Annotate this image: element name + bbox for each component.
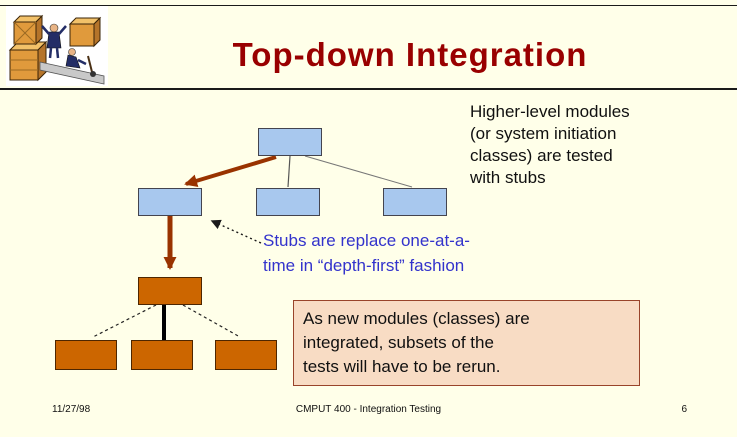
connector-dashed-right bbox=[182, 304, 241, 338]
annotation-line: time in “depth-first” fashion bbox=[263, 256, 465, 275]
worker-lifting-icon bbox=[41, 23, 67, 59]
connector-root-to-right bbox=[304, 155, 413, 188]
module-box-bottom-left bbox=[55, 340, 117, 370]
crate-large-icon bbox=[8, 40, 48, 82]
slide-title: Top-down Integration bbox=[232, 36, 588, 73]
annotation-higher-level: Higher-level modules (or system initiati… bbox=[470, 101, 630, 189]
module-box-level2-left bbox=[138, 188, 202, 216]
header-rule bbox=[0, 88, 737, 90]
module-box-level2-mid bbox=[256, 188, 320, 216]
connector-dashed-left bbox=[92, 304, 157, 338]
crate-right-icon bbox=[68, 16, 102, 48]
clipart-workers-boxes bbox=[6, 6, 108, 86]
arrow-root-to-left-icon bbox=[184, 155, 277, 188]
annotation-line: Stubs are replace one-at-a- bbox=[263, 231, 470, 250]
module-box-bottom-mid bbox=[131, 340, 193, 370]
module-box-integrated bbox=[138, 277, 202, 305]
top-rule bbox=[0, 5, 737, 6]
module-box-root bbox=[258, 128, 322, 156]
annotation-line: with stubs bbox=[470, 168, 546, 187]
callout-rerun: As new modules (classes) are integrated,… bbox=[293, 300, 640, 386]
footer-date: 11/27/98 bbox=[52, 404, 91, 415]
annotation-line: Higher-level modules bbox=[470, 102, 630, 121]
annotation-line: (or system initiation bbox=[470, 124, 617, 143]
footer-course: CMPUT 400 - Integration Testing bbox=[295, 404, 442, 415]
footer-page-number: 6 bbox=[681, 404, 687, 415]
ramp-icon bbox=[39, 61, 105, 85]
callout-line: integrated, subsets of the bbox=[303, 333, 494, 352]
annotation-line: classes) are tested bbox=[470, 146, 613, 165]
annotation-stubs: Stubs are replace one-at-a- time in “dep… bbox=[263, 228, 470, 278]
arrow-stubs-pointer-icon bbox=[210, 219, 262, 244]
worker-dolly-icon bbox=[65, 48, 96, 77]
crate-stacked-icon bbox=[12, 14, 44, 46]
callout-line: As new modules (classes) are bbox=[303, 309, 530, 328]
module-box-bottom-right bbox=[215, 340, 277, 370]
module-box-level2-right bbox=[383, 188, 447, 216]
callout-line: tests will have to be rerun. bbox=[303, 357, 501, 376]
connector-root-to-mid bbox=[287, 155, 291, 188]
